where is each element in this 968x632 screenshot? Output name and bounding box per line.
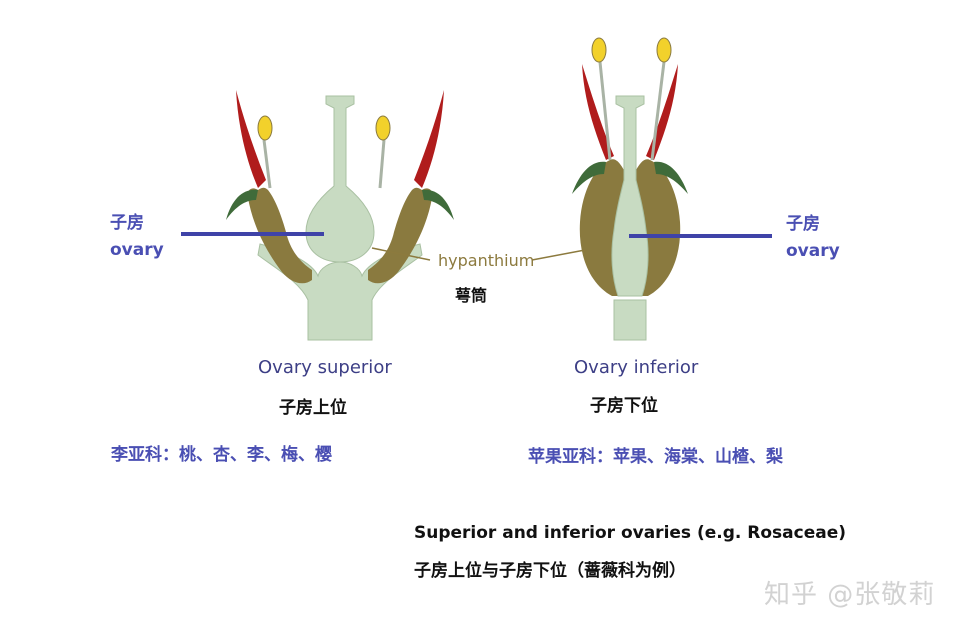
hypanthium-leader-left [371, 247, 431, 261]
right-caption-en: Ovary inferior [574, 357, 699, 378]
right-filament-left [598, 61, 612, 161]
right-ovary-label-en: ovary [786, 241, 840, 261]
right-sepal-left [572, 161, 606, 194]
left-sepal-right [422, 189, 454, 220]
left-petal-left [236, 90, 266, 188]
left-caption-cn: 子房上位 [279, 398, 347, 418]
watermark: 知乎 @张敬莉 [764, 580, 936, 610]
right-sepal-right [654, 161, 688, 194]
left-anther-left [257, 115, 273, 141]
left-anther-right [375, 115, 391, 141]
left-filament-right [378, 139, 386, 189]
left-filament-left [262, 139, 272, 189]
right-flower [572, 37, 772, 341]
figure-caption-cn: 子房上位与子房下位（蔷薇科为例） [414, 561, 686, 581]
hypanthium-label-cn: 萼筒 [455, 286, 488, 305]
left-ovary-label-en: ovary [110, 240, 164, 260]
left-sepal-left [226, 189, 258, 220]
right-anther-right [656, 37, 672, 63]
right-examples: 苹果亚科：苹果、海棠、山楂、梨 [528, 447, 783, 467]
hypanthium-leader-right [531, 249, 586, 261]
left-caption-en: Ovary superior [258, 357, 392, 378]
left-petal-right [414, 90, 444, 188]
left-examples: 李亚科：桃、杏、李、梅、樱 [111, 445, 332, 465]
left-pistil [305, 95, 375, 263]
left-flower [181, 90, 454, 341]
right-petal-right [646, 64, 678, 160]
right-petal-left [582, 64, 614, 160]
right-filament-right [650, 61, 666, 161]
left-ovary-label-cn: 子房 [110, 213, 144, 233]
hypanthium-label-en: hypanthium [438, 251, 535, 270]
right-anther-left [591, 37, 607, 63]
right-stalk [613, 299, 647, 341]
right-caption-cn: 子房下位 [590, 396, 658, 416]
figure-caption-en: Superior and inferior ovaries (e.g. Rosa… [414, 523, 846, 543]
left-cup-wall-right [368, 187, 433, 284]
right-ovary-label-cn: 子房 [786, 214, 820, 234]
right-pistil [611, 95, 649, 297]
